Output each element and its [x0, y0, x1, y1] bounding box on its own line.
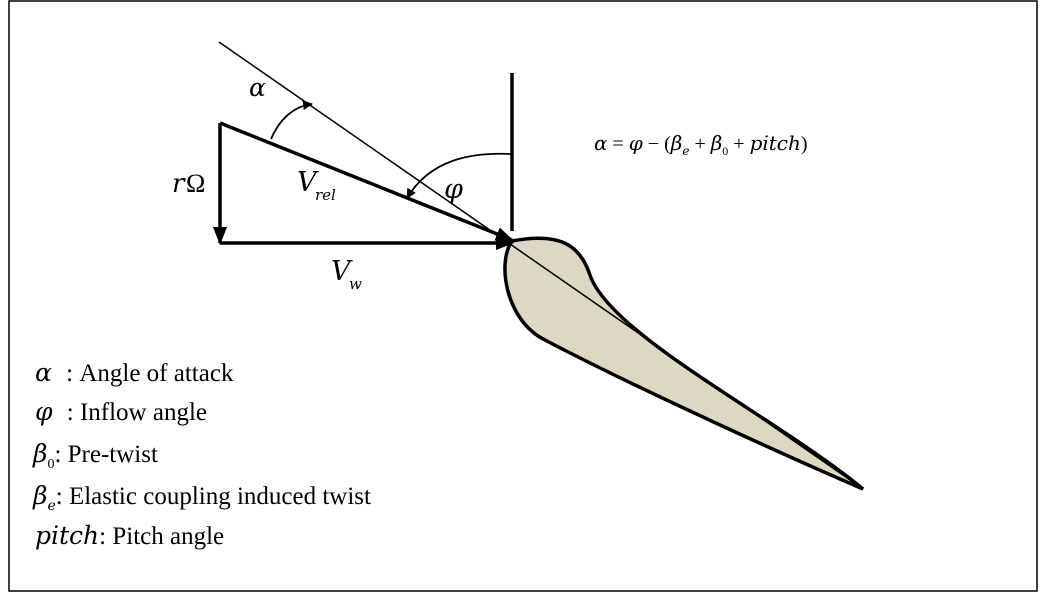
legend-item-beta0: β0: Pre-twist	[32, 439, 158, 472]
v-rel-vector	[219, 121, 514, 242]
phi-label: φ	[444, 174, 463, 205]
svg-text:rel: rel	[315, 186, 336, 204]
v-w-label: V w	[331, 256, 362, 293]
alpha-arc	[270, 100, 313, 140]
alpha-label: α	[249, 73, 266, 102]
angle-equation: α = φ − (βe + β0 + pitch)	[594, 131, 808, 158]
legend-item-betae: βe: Elastic coupling induced twist	[32, 481, 371, 514]
svg-text:w: w	[349, 275, 362, 293]
r-omega-label: r Ω	[172, 169, 205, 199]
v-rel-label: V rel	[297, 167, 336, 204]
legend-item-phi: φ : Inflow angle	[35, 397, 207, 426]
legend-item-alpha: α : Angle of attack	[35, 358, 234, 387]
figure-border	[8, 0, 1038, 592]
svg-text:r: r	[172, 169, 186, 199]
legend-item-pitch: pitch: Pitch angle	[35, 521, 224, 550]
svg-text:V: V	[331, 256, 353, 287]
legend: α : Angle of attack φ : Inflow angle β0:…	[32, 358, 371, 550]
svg-text:α = φ − (βe + β0 + pitch): α = φ − (βe + β0 + pitch)	[594, 131, 808, 158]
chord-line	[218, 41, 864, 490]
phi-arc	[406, 152, 512, 199]
svg-text:V: V	[297, 167, 319, 198]
svg-text:Ω: Ω	[186, 169, 205, 198]
